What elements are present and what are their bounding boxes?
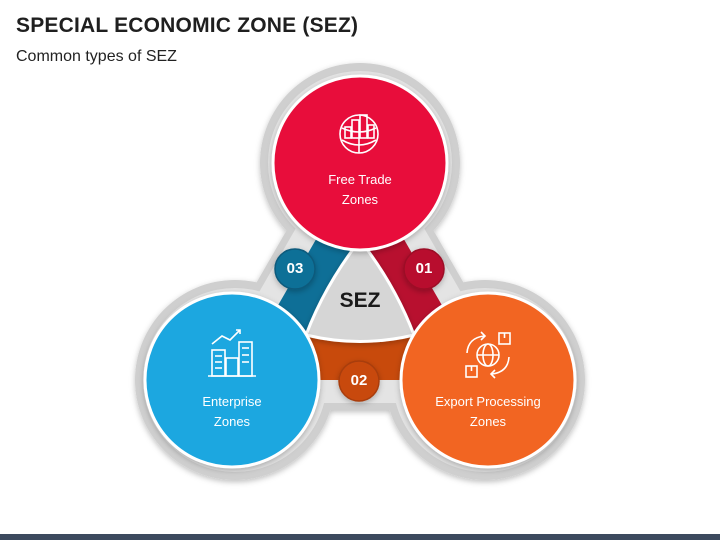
node-label-line1: Export Processing [435, 394, 541, 409]
node-label-enterprise: Enterprise Zones [147, 392, 317, 432]
connector-number-circle-02 [338, 360, 380, 402]
connector-number-03: 03 [286, 260, 304, 277]
node-circle-free-trade [271, 74, 449, 252]
node-label-free-trade: Free Trade Zones [275, 170, 445, 210]
connector-number-circle-03 [274, 248, 316, 290]
node-label-line2: Zones [213, 414, 251, 429]
node-circle-enterprise [143, 291, 321, 469]
node-label-line1: Enterprise [202, 394, 262, 409]
node-label-line1: Free Trade [328, 172, 392, 187]
node-circle-export-processing [399, 291, 577, 469]
center-shape [303, 237, 417, 343]
connector-number-02: 02 [350, 372, 368, 389]
globe-buildings-icon [339, 114, 379, 154]
node-label-line2: Zones [341, 192, 379, 207]
center-label: SEZ [339, 289, 381, 312]
connector-sector-02 [235, 300, 485, 380]
page-title: SPECIAL ECONOMIC ZONE (SEZ) [16, 14, 359, 37]
footer-bar [0, 534, 720, 540]
connector-number-circle-01 [403, 248, 445, 290]
node-label-line2: Zones [469, 414, 507, 429]
connector-number-01: 01 [415, 260, 433, 277]
office-buildings-growth-icon [208, 329, 256, 377]
page-subtitle: Common types of SEZ [16, 48, 177, 65]
node-label-export-processing: Export Processing Zones [403, 392, 573, 432]
globe-packages-exchange-icon [465, 331, 511, 379]
